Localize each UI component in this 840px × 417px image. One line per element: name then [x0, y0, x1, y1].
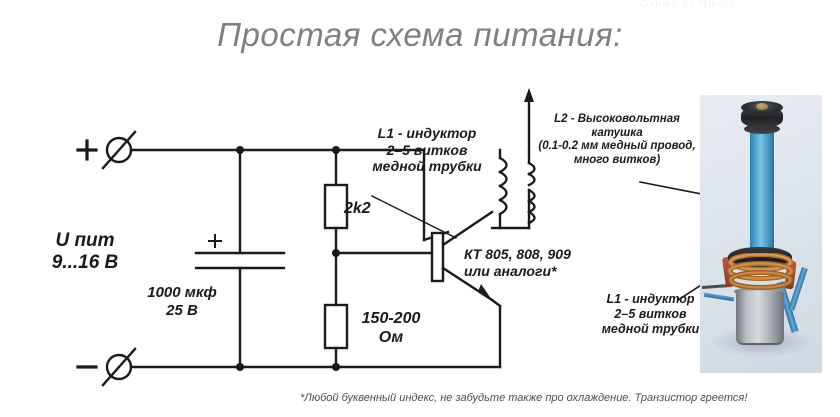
resistor-r2-body [323, 303, 349, 350]
transistor-collector-lead [441, 210, 494, 247]
capacitor-value-label: 1000 мкф 25 В [147, 284, 217, 319]
emitter-to-rail [490, 298, 502, 308]
photo-inductor-l1-label: L1 - индуктор 2–5 витков медной трубки [601, 292, 700, 336]
leader-transistor [371, 195, 457, 239]
transistor-emitter-arrow [478, 284, 492, 300]
transistor-base-bar [430, 231, 445, 283]
photo-wire-left [703, 292, 735, 302]
photo-cap-lower-ring [744, 124, 780, 134]
capacitor-polarity-plus [208, 234, 222, 248]
tesla-coil-photo [700, 95, 822, 373]
photo-secondary-tube [750, 123, 774, 263]
watermark-text: Схема от Nikola [640, 0, 736, 10]
inductor-l1-label: L1 - индуктор 2–5 витков медной трубки [372, 125, 482, 175]
photo-copper-primary-coil [727, 253, 794, 290]
footnote-text: *Любой буквенный индекс, не забудьте так… [300, 392, 748, 404]
transistor-label: КТ 805, 808, 909 или аналоги* [464, 246, 571, 279]
terminal-plus-glyph [76, 139, 98, 161]
resistor-top-label: 2k2 [344, 200, 371, 217]
resistor-bottom-label: 150-200 Ом [361, 310, 421, 346]
l2-arrow-head [524, 88, 534, 102]
photo-top-terminal-screw [756, 103, 768, 110]
coil-l2-label: L2 - Высоковольтная катушка (0.1-0.2 мм … [538, 113, 696, 166]
supply-voltage-label: U пит 9...16 В [51, 230, 119, 274]
page-title: Простая схема питания: [217, 16, 623, 53]
coil-l2-turns [527, 150, 536, 225]
inductor-l1-coil [498, 148, 508, 230]
photo-transistor-base [736, 291, 784, 345]
junction-dots [236, 146, 340, 371]
